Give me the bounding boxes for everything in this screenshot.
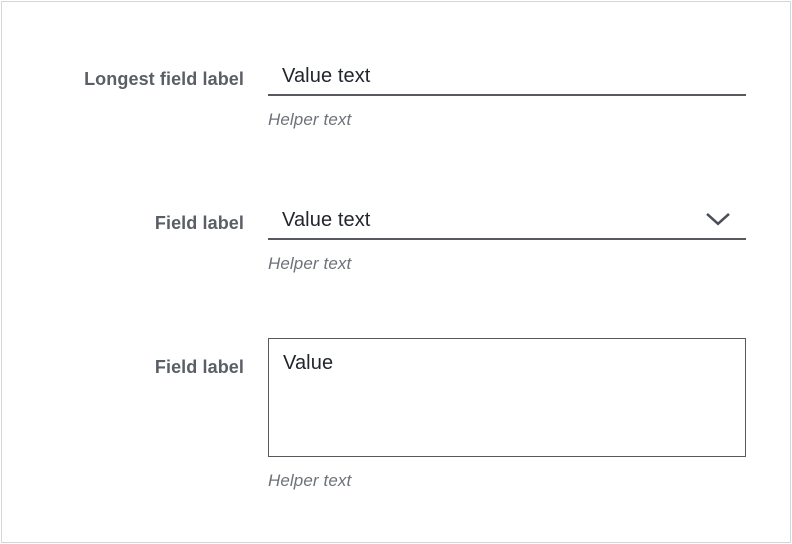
textarea-input-value[interactable]: Value xyxy=(283,352,334,374)
chevron-down-icon[interactable] xyxy=(706,212,730,226)
select-input-value[interactable]: Value text xyxy=(282,209,371,231)
helper-text: Helper text xyxy=(268,254,352,273)
field-label-longest: Longest field label xyxy=(84,69,244,89)
field-label-select: Field label xyxy=(154,213,244,233)
text-input-value[interactable]: Value text xyxy=(282,65,371,87)
textarea-input[interactable]: Value xyxy=(268,338,746,457)
helper-text: Helper text xyxy=(268,471,352,490)
field-label-textarea: Field label xyxy=(154,357,244,377)
helper-text: Helper text xyxy=(268,110,352,129)
text-input[interactable]: Value text xyxy=(268,58,746,96)
textarea-control-column: Value Helper text xyxy=(268,338,746,491)
select-control-column: Value text Helper text xyxy=(268,202,746,274)
field-control-column: Value text Helper text xyxy=(268,58,746,130)
select-input[interactable]: Value text xyxy=(268,202,746,240)
